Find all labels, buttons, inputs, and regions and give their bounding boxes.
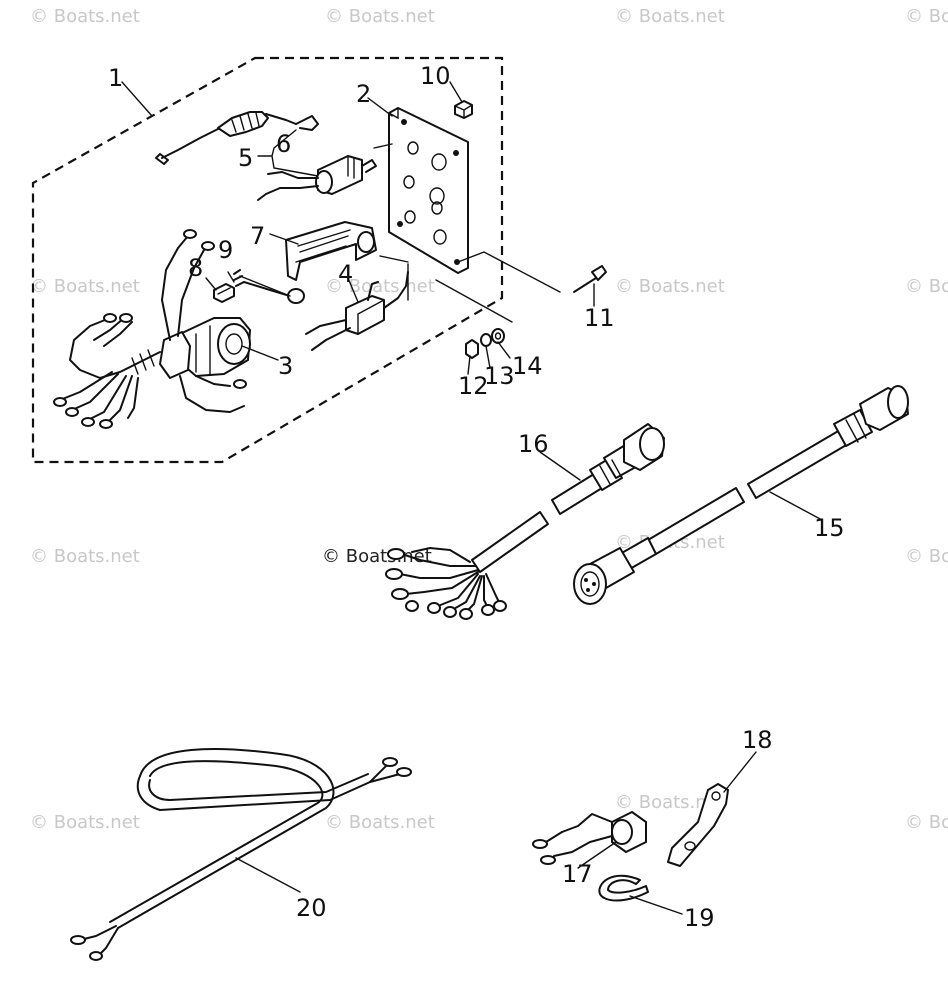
watermark: © Boats.net	[30, 812, 140, 833]
watermark-dark: © Boats.net	[322, 546, 432, 567]
bolt	[573, 265, 607, 293]
callout-17: 17	[562, 860, 593, 888]
screw-and-spring	[213, 269, 305, 304]
callout-18: 18	[742, 726, 773, 754]
switch-bracket	[285, 221, 377, 281]
callout-4: 4	[338, 260, 353, 288]
guide-lines	[239, 143, 561, 323]
watermark: © Boats.net	[30, 276, 140, 297]
assembly-boundary	[31, 56, 504, 464]
main-switch	[53, 229, 251, 429]
callout-11: 11	[584, 304, 615, 332]
callout-14: 14	[512, 352, 543, 380]
callout-labels: 1 2 3 4 5 6 7 8 9 10 11 12 13 14 15 16 1…	[108, 62, 845, 932]
callout-19: 19	[684, 904, 715, 932]
watermark: © Boats.net	[30, 546, 140, 567]
callout-8: 8	[188, 254, 203, 282]
extension-cable-15	[573, 385, 909, 605]
callout-7: 7	[250, 222, 265, 250]
callout-15: 15	[814, 514, 845, 542]
watermark: © Boats.net	[905, 546, 948, 567]
nut-and-washers	[465, 328, 505, 359]
callout-1: 1	[108, 64, 123, 92]
callout-5: 5	[238, 144, 253, 172]
mounting-plate	[388, 107, 469, 274]
watermark: © Boats.net	[905, 812, 948, 833]
choke-switch	[305, 271, 409, 351]
cable-20	[70, 748, 412, 961]
clip-19	[598, 874, 649, 902]
wire-harness-16	[385, 423, 665, 620]
switch-17	[532, 811, 647, 865]
callout-13: 13	[484, 362, 515, 390]
watermark: © Boats.net	[615, 6, 725, 27]
callout-6: 6	[276, 130, 291, 158]
watermark-layer: © Boats.net © Boats.net © Boats.net © Bo…	[30, 6, 948, 833]
watermark: © Boats.net	[325, 812, 435, 833]
stop-switch	[257, 155, 377, 201]
callout-20: 20	[296, 894, 327, 922]
watermark: © Boats.net	[30, 6, 140, 27]
callout-2: 2	[356, 80, 371, 108]
callout-16: 16	[518, 430, 549, 458]
watermark: © Boats.net	[905, 6, 948, 27]
lanyard-clip	[155, 111, 319, 165]
callout-3: 3	[278, 352, 293, 380]
leader-lines	[121, 81, 823, 915]
bracket-18	[667, 783, 729, 867]
watermark: © Boats.net	[325, 6, 435, 27]
watermark: © Boats.net	[905, 276, 948, 297]
callout-9: 9	[218, 236, 233, 264]
watermark: © Boats.net	[615, 792, 725, 813]
callout-10: 10	[420, 62, 451, 90]
watermark: © Boats.net	[615, 276, 725, 297]
callout-12: 12	[458, 372, 489, 400]
nut	[454, 100, 473, 119]
